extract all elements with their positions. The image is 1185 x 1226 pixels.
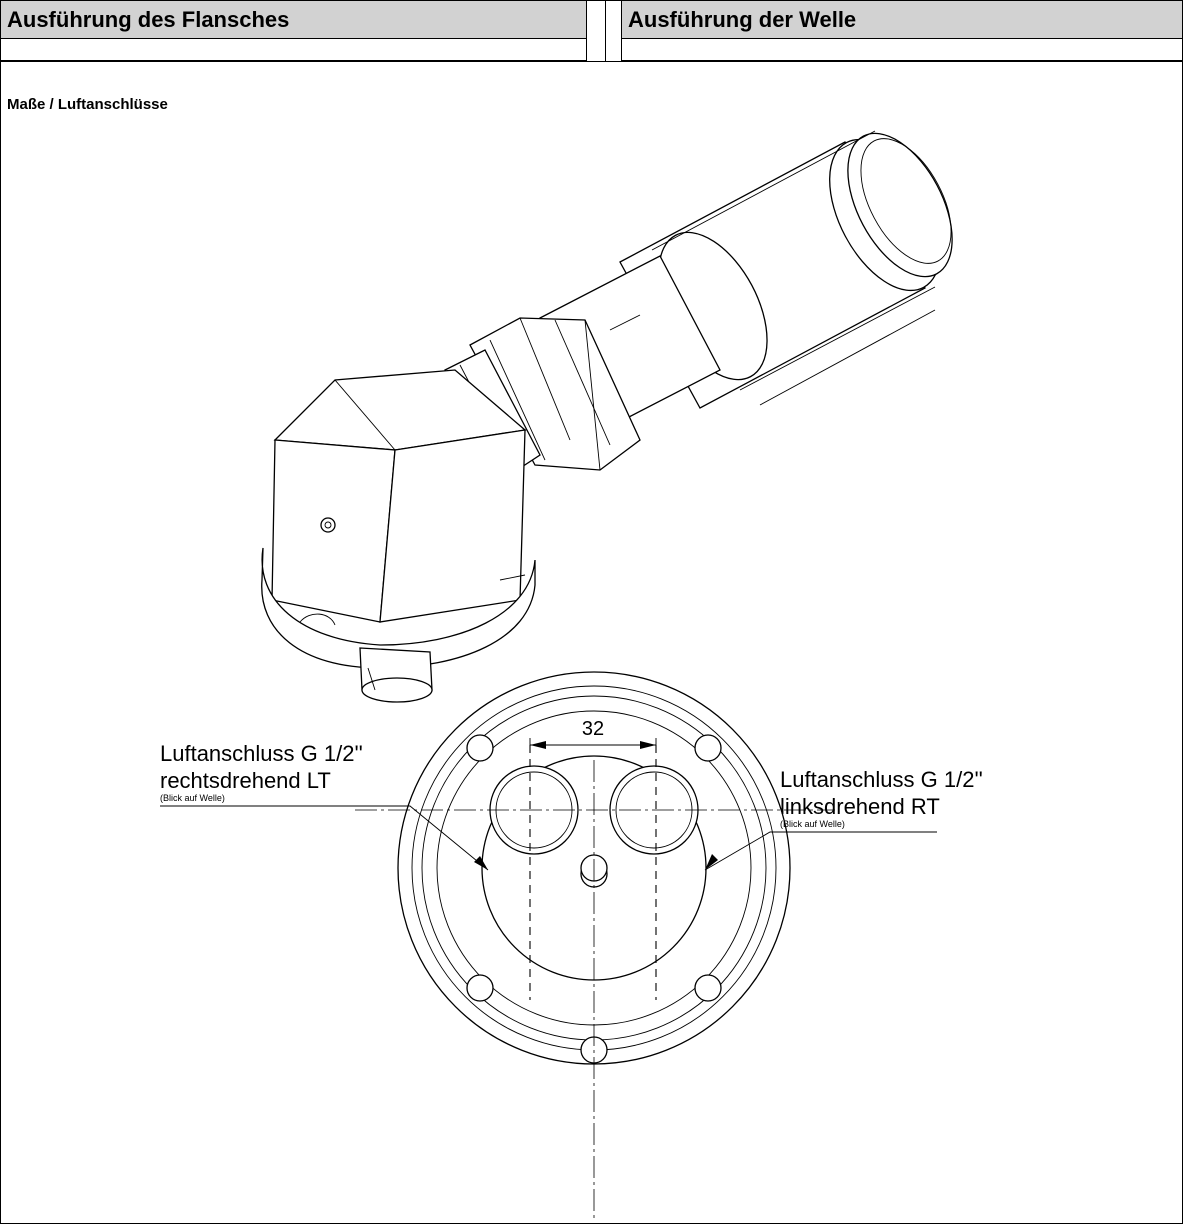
left-port-label-line1: Luftanschluss G 1/2''	[160, 741, 363, 766]
left-port-label-line2: rechtsdrehend LT	[160, 768, 331, 793]
housing-port-plug	[320, 517, 336, 533]
front-view-flange: 32	[160, 671, 937, 1220]
hex-nut	[469, 317, 641, 471]
shaft-end	[359, 647, 433, 703]
header-divider	[605, 0, 606, 61]
angle-housing	[271, 369, 527, 623]
bolt-hole	[466, 734, 494, 762]
flange-version-cell: Ausführung des Flansches	[0, 0, 587, 61]
section-label: Maße / Luftanschlüsse	[7, 96, 168, 113]
dimension-32: 32	[582, 718, 604, 740]
bolt-hole	[694, 974, 722, 1002]
right-port-label-line1: Luftanschluss G 1/2''	[780, 767, 983, 792]
shaft-version-cell: Ausführung der Welle	[621, 0, 1183, 61]
bolt-hole	[466, 974, 494, 1002]
header-bottom-rule	[0, 61, 1183, 62]
left-port-label-note: (Blick auf Welle)	[160, 793, 225, 803]
shaft-version-title: Ausführung der Welle	[622, 1, 1182, 39]
right-port-label-line2: linksdrehend RT	[780, 794, 940, 819]
isometric-rotary-union	[261, 130, 953, 703]
flange-base	[261, 547, 536, 669]
flange-version-title: Ausführung des Flansches	[1, 1, 586, 39]
bolt-hole	[694, 734, 722, 762]
right-port-label-note: (Blick auf Welle)	[780, 819, 845, 829]
